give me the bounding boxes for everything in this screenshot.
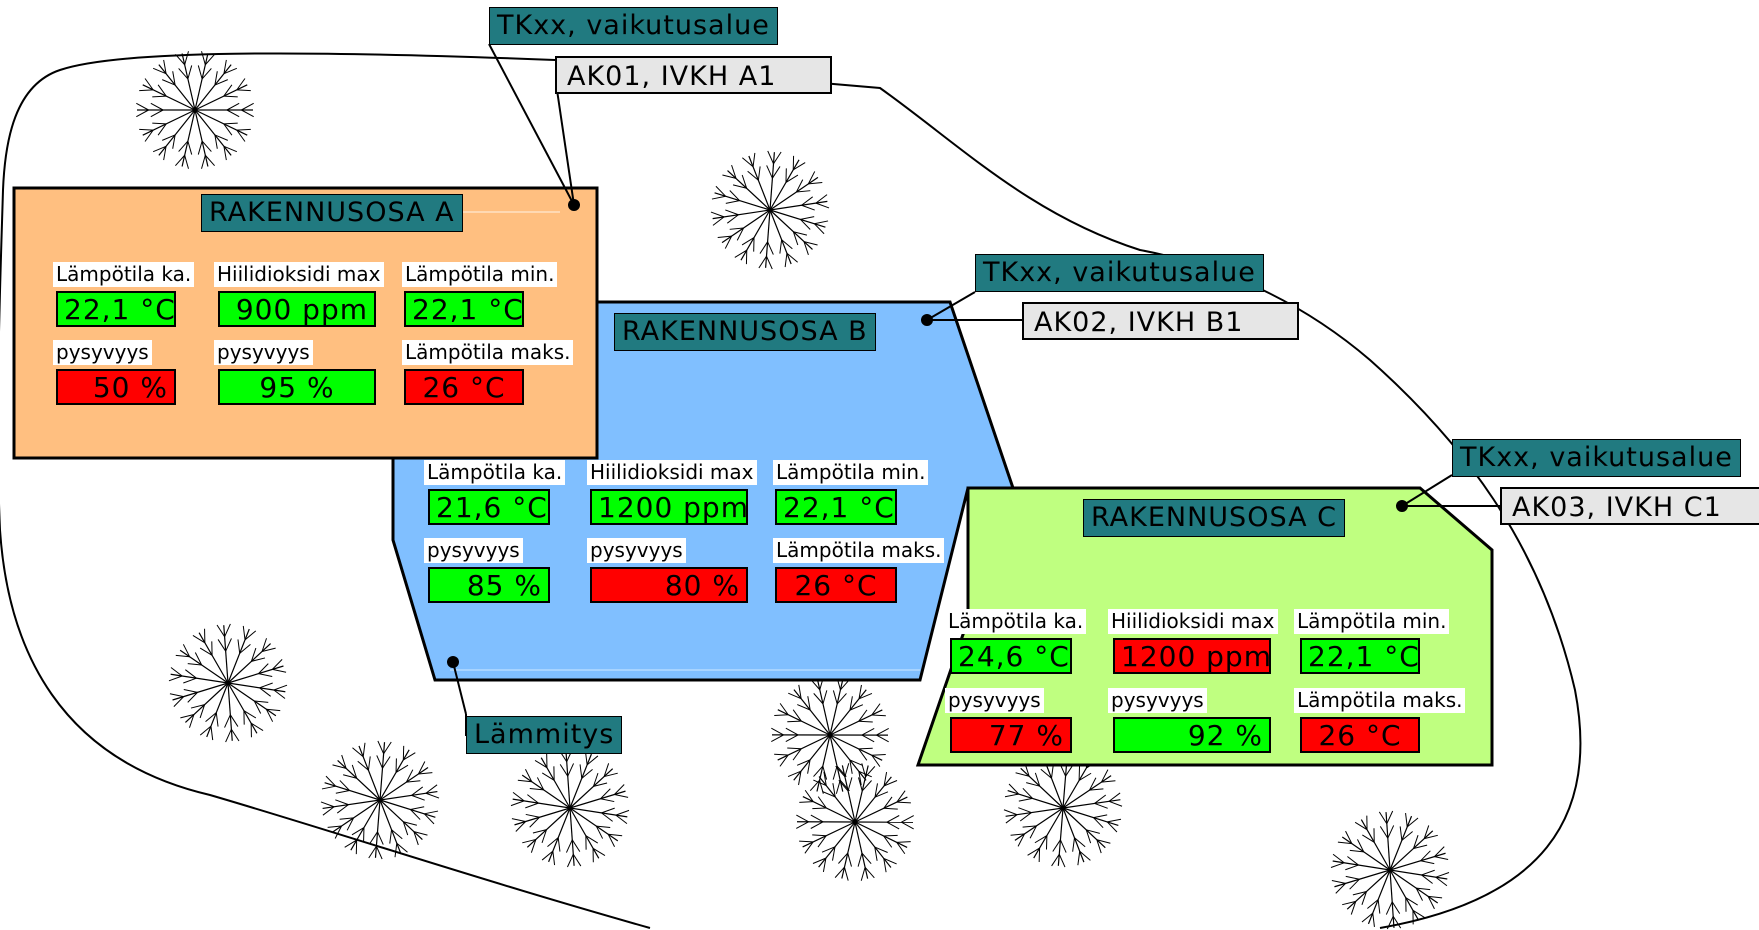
temp-avg-caption-a: Lämpötila ka. [53,262,195,287]
stability-value-c-1: 77 % [950,717,1072,753]
stability-caption-a-1: pysyvyys [53,340,152,365]
tree-symbol-icon [1003,748,1123,868]
co2-value-a: 900 ppm [218,291,376,327]
tree-symbol-icon [168,623,288,743]
co2-caption-b: Hiilidioksidi max [587,460,757,485]
co2-value-c: 1200 ppm [1113,638,1271,674]
temp-max-caption-a: Lämpötila maks. [402,340,574,365]
leader-line-heating-1 [452,661,467,715]
building-b-title: RAKENNUSOSA B [614,313,876,351]
tree-symbol-icon [136,51,254,169]
stability-caption-b-2: pysyvyys [587,538,686,563]
temp-avg-caption-b: Lämpötila ka. [424,460,566,485]
temp-max-caption-b: Lämpötila maks. [773,538,945,563]
region-label-a: TKxx, vaikutusalue [489,7,778,45]
unit-label-b: AK02, IVKH B1 [1022,302,1299,340]
tree-symbol-icon [510,748,630,868]
tree-symbol-icon [1330,810,1450,930]
temp-max-value-c: 26 °C [1300,717,1420,753]
temp-avg-value-a: 22,1 °C [56,291,176,327]
stability-caption-b-1: pysyvyys [424,538,523,563]
leader-dot-heating [447,656,459,668]
building-a-title: RAKENNUSOSA A [201,194,463,232]
stability-value-b-1: 85 % [428,567,550,603]
temp-max-caption-c: Lämpötila maks. [1294,688,1466,713]
tree-symbol-icon [710,150,830,270]
stability-value-c-2: 92 % [1113,717,1271,753]
temp-min-caption-b: Lämpötila min. [773,460,929,485]
co2-caption-c: Hiilidioksidi max [1108,609,1278,634]
stability-value-b-2: 80 % [590,567,748,603]
stability-caption-a-2: pysyvyys [214,340,313,365]
temp-avg-value-c: 24,6 °C [950,638,1072,674]
tree-symbol-icon [320,740,440,860]
stability-caption-c-1: pysyvyys [945,688,1044,713]
temp-max-value-a: 26 °C [404,369,524,405]
co2-caption-a: Hiilidioksidi max [214,262,384,287]
heating-label: Lämmitys [466,716,623,754]
temp-min-value-a: 22,1 °C [404,291,524,327]
region-label-c: TKxx, vaikutusalue [1452,439,1741,477]
building-c-title: RAKENNUSOSA C [1083,499,1345,537]
temp-min-value-c: 22,1 °C [1300,638,1420,674]
temp-min-caption-c: Lämpötila min. [1294,609,1450,634]
unit-label-c: AK03, IVKH C1 [1500,487,1759,525]
leader-dot-c [1396,500,1408,512]
leader-line-c-1 [1401,474,1453,507]
leader-dot-b [921,314,933,326]
leader-line-a-2 [556,89,575,206]
temp-max-value-b: 26 °C [775,567,897,603]
leader-line-b-1 [926,291,976,321]
stability-caption-c-2: pysyvyys [1108,688,1207,713]
trees-layer [136,51,1450,930]
stability-value-a-2: 95 % [218,369,376,405]
temp-min-value-b: 22,1 °C [775,489,897,525]
unit-label-a: AK01, IVKH A1 [555,56,832,94]
region-label-b: TKxx, vaikutusalue [975,254,1264,292]
leader-dot-a [568,199,580,211]
tree-symbol-icon [796,763,914,881]
leader-line-a-1 [488,43,575,206]
temp-avg-value-b: 21,6 °C [428,489,550,525]
site-boundary [0,52,1582,929]
temp-min-caption-a: Lämpötila min. [402,262,558,287]
co2-value-b: 1200 ppm [590,489,748,525]
stability-value-a-1: 50 % [56,369,176,405]
tree-symbol-icon [771,676,889,794]
temp-avg-caption-c: Lämpötila ka. [945,609,1087,634]
